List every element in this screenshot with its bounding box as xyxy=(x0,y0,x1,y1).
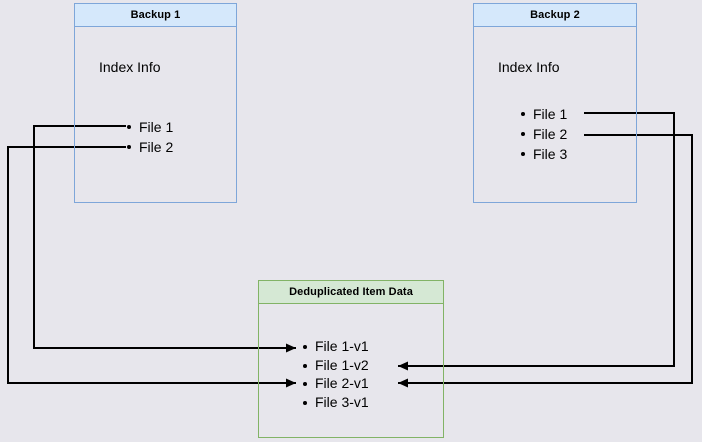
list-item[interactable]: File 2 xyxy=(519,124,567,144)
list-item[interactable]: File 1-v2 xyxy=(301,356,369,375)
backup-2-file-list: File 1 File 2 File 3 xyxy=(519,104,567,164)
list-item[interactable]: File 3 xyxy=(519,144,567,164)
backup-1-file-list: File 1 File 2 xyxy=(125,117,173,157)
backup-2-title: Backup 2 xyxy=(474,4,636,27)
list-item[interactable]: File 2-v1 xyxy=(301,374,369,393)
list-item[interactable]: File 2 xyxy=(125,137,173,157)
dedup-item-list: File 1-v1 File 1-v2 File 2-v1 File 3-v1 xyxy=(301,337,369,411)
deduplicated-item-data-box[interactable]: Deduplicated Item Data File 1-v1 File 1-… xyxy=(258,280,444,438)
deduplicated-item-data-title: Deduplicated Item Data xyxy=(259,281,443,304)
backup-1-body: Index Info File 1 File 2 xyxy=(75,27,236,202)
list-item[interactable]: File 3-v1 xyxy=(301,393,369,412)
list-item[interactable]: File 1 xyxy=(519,104,567,124)
backup-2-box[interactable]: Backup 2 Index Info File 1 File 2 File 3 xyxy=(473,3,637,203)
list-item[interactable]: File 1-v1 xyxy=(301,337,369,356)
backup-2-body: Index Info File 1 File 2 File 3 xyxy=(474,27,636,202)
backup-1-title: Backup 1 xyxy=(75,4,236,27)
backup-1-box[interactable]: Backup 1 Index Info File 1 File 2 xyxy=(74,3,237,203)
list-item[interactable]: File 1 xyxy=(125,117,173,137)
backup-2-index-info-label: Index Info xyxy=(498,59,560,75)
deduplicated-item-data-body: File 1-v1 File 1-v2 File 2-v1 File 3-v1 xyxy=(259,304,443,437)
backup-1-index-info-label: Index Info xyxy=(99,59,161,75)
